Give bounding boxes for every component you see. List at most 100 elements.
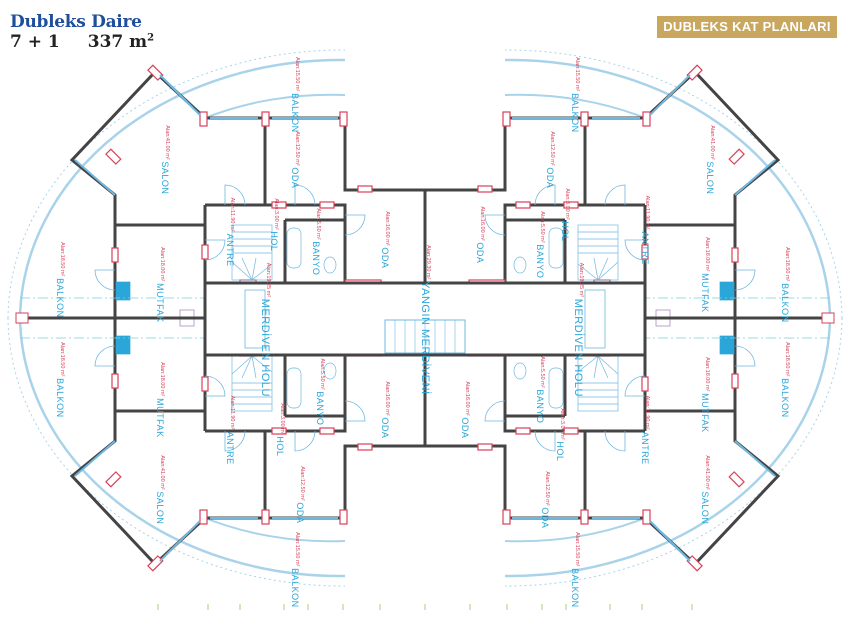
room-area: Alan:16.00 m²	[384, 211, 390, 246]
room-name: ODA	[295, 502, 305, 524]
floor-plans-badge: DUBLEKS KAT PLANLARI	[657, 16, 837, 38]
room-area: Alan:3.00 m²	[559, 408, 565, 440]
total-area: 337 m	[87, 32, 148, 52]
room-name: ODA	[380, 247, 390, 269]
room-name: HOL	[560, 221, 570, 242]
room-name: BANYO	[535, 244, 545, 279]
room-area: Alan:41.00 m²	[709, 125, 715, 160]
room-name: MUTFAK	[700, 393, 710, 433]
room-area: Alan:15.50 m²	[574, 532, 580, 567]
room-name: BALKON	[55, 278, 65, 318]
room-area: Alan:12.50 m²	[549, 131, 555, 166]
room-name: BANYO	[535, 389, 545, 424]
room-area: Alan:16.00 m²	[464, 381, 470, 416]
room-area: Alan:12.50 m²	[294, 131, 300, 166]
room-name: ODA	[290, 167, 300, 189]
room-name: BALKON	[570, 93, 580, 133]
room-name: ODA	[380, 417, 390, 439]
room-name: SALON	[700, 491, 710, 525]
grid-ticks	[157, 604, 693, 610]
room-area: Alan:18.00 m²	[159, 362, 165, 397]
room-area: Alan:12.50 m²	[544, 471, 550, 506]
room-area: Alan:16.00 m²	[479, 206, 485, 241]
unit-summary: 7 + 1 337 m2	[10, 32, 154, 52]
room-name: ODA	[545, 167, 555, 189]
room-area: Alan:11.90 m²	[229, 197, 235, 232]
room-area: Alan:18.00 m²	[704, 237, 710, 272]
room-area: Alan:18.00 m²	[704, 357, 710, 392]
room-area: Alan:18.00 m²	[159, 247, 165, 282]
room-name: SALON	[160, 161, 170, 195]
room-name: HOL	[275, 436, 285, 457]
room-area: Alan:3.00 m²	[279, 403, 285, 435]
room-name: MERDİVEN HOLU	[259, 299, 271, 398]
room-area: Alan:18.50 m²	[59, 342, 65, 377]
room-name: BALKON	[570, 568, 580, 608]
room-name: BALKON	[780, 283, 790, 323]
room-name: ANTRE	[640, 431, 650, 465]
room-area: Alan:3.00 m²	[564, 188, 570, 220]
room-area: Alan:12.50 m²	[299, 466, 305, 501]
room-area: Alan:15.50 m²	[294, 532, 300, 567]
room-name: SALON	[155, 491, 165, 525]
area-unit-sup: 2	[147, 32, 155, 44]
room-name: BALKON	[55, 378, 65, 418]
plan-quadrant-bottom-left	[6, 316, 427, 588]
room-name: HOL	[555, 441, 565, 462]
room-name: BALKON	[290, 93, 300, 133]
room-area: Alan:18.50 m²	[784, 247, 790, 282]
room-name: ODA	[460, 417, 470, 439]
room-name: HOL	[269, 231, 279, 252]
room-name: BANYO	[311, 241, 321, 276]
room-name: MUTFAK	[155, 283, 165, 323]
room-name: SALON	[705, 161, 715, 195]
room-name: ODA	[540, 507, 550, 529]
room-area: Alan:41.00 m²	[164, 125, 170, 160]
room-area: Alan:19.25 m²	[578, 262, 584, 298]
room-area: Alan:18.50 m²	[59, 242, 65, 277]
room-area: Alan:18.50 m²	[784, 342, 790, 377]
room-count: 7 + 1	[10, 32, 60, 52]
page-title: Dubleks Daire	[10, 12, 142, 32]
room-area: Alan:16.00 m²	[384, 381, 390, 416]
room-area: Alan:29.30 m²	[425, 245, 431, 280]
room-area: Alan:15.50 m²	[294, 57, 300, 92]
room-area: Alan:19.25 m²	[265, 262, 271, 298]
room-name: BANYO	[315, 391, 325, 426]
room-area: Alan:15.50 m²	[574, 57, 580, 92]
room-area: Alan:5.50 m²	[539, 356, 545, 388]
